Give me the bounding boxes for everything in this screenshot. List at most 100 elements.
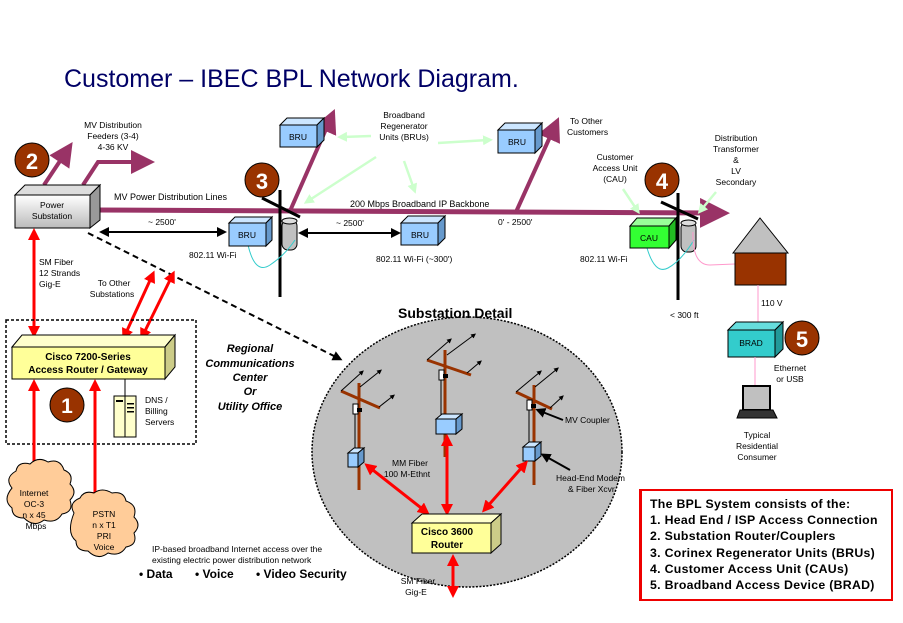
substation-detail-title: Substation Detail: [398, 305, 512, 321]
svg-text:Customer: Customer: [597, 152, 634, 162]
svg-text:BRU: BRU: [238, 230, 256, 240]
svg-text:Typical: Typical: [744, 430, 771, 440]
svg-text:Access Router / Gateway: Access Router / Gateway: [28, 365, 148, 376]
cisco-3600-router[interactable]: Cisco 3600 Router: [410, 512, 503, 555]
svg-text:Communications: Communications: [205, 358, 294, 370]
110v-label: 110 V: [761, 298, 783, 308]
branch-line-to-customers: [514, 117, 560, 213]
svg-text:5: 5: [796, 327, 808, 352]
svg-text:Substation: Substation: [32, 211, 72, 221]
svg-text:Broadband: Broadband: [383, 110, 425, 120]
svg-text:Residential: Residential: [736, 441, 778, 451]
legend-item: 2. Substation Router/Couplers: [650, 529, 836, 544]
svg-text:Center: Center: [233, 372, 269, 384]
bru-unit-4[interactable]: BRU: [496, 121, 544, 155]
cisco-7200-router[interactable]: Cisco 7200-Series Access Router / Gatewa…: [10, 333, 177, 381]
svg-text:n x T1: n x T1: [92, 520, 116, 530]
less-300ft-label: < 300 ft: [670, 310, 699, 320]
backbone-label: 200 Mbps Broadband IP Backbone: [350, 199, 489, 209]
svg-text:BRAD: BRAD: [739, 338, 763, 348]
badge-4: 4: [644, 162, 680, 198]
to-other-customers-label: To Other Customers: [567, 116, 608, 137]
svg-text:Gig-E: Gig-E: [39, 279, 61, 289]
regional-center-label: Regional Communications Center Or Utilit…: [205, 343, 294, 413]
svg-text:To Other: To Other: [570, 116, 603, 126]
svg-text:Power: Power: [40, 200, 64, 210]
svg-text:SM Fiber: SM Fiber: [39, 257, 74, 267]
bru-callout-arrows: [303, 131, 493, 204]
feeder-arrow-1: [42, 142, 73, 187]
badge-3: 3: [244, 162, 280, 198]
brad-unit[interactable]: BRAD: [726, 320, 785, 359]
page-title: Customer – IBEC BPL Network Diagram.: [64, 65, 519, 93]
svg-text:Cisco 7200-Series: Cisco 7200-Series: [45, 352, 131, 363]
transformer-callout-arrow: [697, 191, 717, 214]
svg-text:Regional: Regional: [227, 343, 274, 355]
svg-text:IP-based broadband Internet ac: IP-based broadband Internet access over …: [152, 544, 322, 554]
mm-fiber-arrow-1: [364, 463, 430, 515]
svg-text:2: 2: [26, 149, 38, 174]
svg-text:Cisco 3600: Cisco 3600: [421, 527, 474, 538]
svg-text:Substations: Substations: [90, 289, 134, 299]
bpl-system-legend: The BPL System consists of the: 1. Head …: [640, 489, 893, 601]
svg-text:&: &: [733, 155, 739, 165]
svg-text:SM Fiber: SM Fiber: [401, 576, 436, 586]
to-other-substations-label: To Other Substations: [90, 278, 134, 299]
head-end-label: Head-End Modem & Fiber Xcvr: [556, 473, 625, 494]
feeder-arrow-2: [81, 150, 155, 187]
substation-detail-ellipse: [311, 316, 623, 588]
svg-text:3: 3: [256, 169, 268, 194]
sm-fiber-main-label: SM Fiber 12 Strands Gig-E: [39, 257, 80, 289]
svg-text:existing electric power distri: existing electric power distribution net…: [152, 555, 312, 565]
svg-text:Voice: Voice: [94, 542, 115, 552]
svg-text:Internet: Internet: [20, 488, 49, 498]
detail-pole-1: [340, 369, 395, 490]
svg-text:Secondary: Secondary: [716, 177, 757, 187]
internet-cloud[interactable]: Internet OC-3 n x 45 Mbps: [6, 458, 75, 531]
lv-cable: [692, 231, 736, 266]
svg-text:CAU: CAU: [640, 233, 658, 243]
cau-unit[interactable]: CAU: [628, 216, 678, 250]
svg-text:MV Distribution: MV Distribution: [84, 120, 142, 130]
svg-text:BRU: BRU: [411, 230, 429, 240]
power-substation[interactable]: Power Substation: [13, 183, 102, 230]
svg-text:To Other: To Other: [98, 278, 131, 288]
svg-text:Mbps: Mbps: [26, 521, 47, 531]
head-end-pointer: [540, 453, 571, 471]
svg-text:Feeders (3-4): Feeders (3-4): [87, 131, 139, 141]
legend-item: 4. Customer Access Unit (CAUs): [650, 561, 849, 576]
cau-callout-arrow: [621, 188, 640, 215]
svg-text:4: 4: [656, 169, 669, 194]
svg-text:& Fiber Xcvr: & Fiber Xcvr: [568, 484, 615, 494]
bru-unit-3[interactable]: BRU: [399, 214, 447, 247]
dns-billing-label: DNS / Billing Servers: [145, 395, 174, 427]
legend-item: 5. Broadband Access Device (BRAD): [650, 578, 875, 593]
ip-based-description: IP-based broadband Internet access over …: [152, 544, 322, 565]
svg-text:(CAU): (CAU): [603, 174, 627, 184]
mv-feeders-label: MV Distribution Feeders (3-4) 4-36 KV: [84, 120, 142, 152]
svg-text:PRI: PRI: [97, 531, 111, 541]
svg-text:1: 1: [61, 395, 73, 418]
wifi-label-1: 802.11 Wi-Fi: [189, 250, 237, 260]
svg-text:Access Unit: Access Unit: [593, 163, 639, 173]
svg-text:Transformer: Transformer: [713, 144, 759, 154]
svg-text:100 M-Ethnt: 100 M-Ethnt: [384, 469, 431, 479]
svg-text:DNS /: DNS /: [145, 395, 168, 405]
bru-unit-2[interactable]: BRU: [278, 116, 326, 149]
svg-text:Billing: Billing: [145, 406, 168, 416]
regional-center-box: [5, 319, 197, 445]
services-list: • Data • Voice • Video Security: [139, 567, 347, 581]
utility-pole-4: [660, 193, 699, 300]
svg-text:12 Strands: 12 Strands: [39, 268, 80, 278]
svg-text:BRU: BRU: [508, 137, 526, 147]
svg-text:PSTN: PSTN: [93, 509, 116, 519]
wifi-label-3: 802.11 Wi-Fi: [580, 254, 628, 264]
transformer-callout-label: Distribution Transformer & LV Secondary: [713, 133, 759, 187]
pstn-cloud[interactable]: PSTN n x T1 PRI Voice: [70, 489, 139, 557]
distance-label-2: ~ 2500': [336, 218, 364, 228]
svg-text:Customers: Customers: [567, 127, 608, 137]
bru-unit-1[interactable]: BRU: [227, 215, 274, 248]
wifi-cable-1: [247, 239, 296, 268]
distance-label-3: 0' - 2500': [498, 217, 533, 227]
